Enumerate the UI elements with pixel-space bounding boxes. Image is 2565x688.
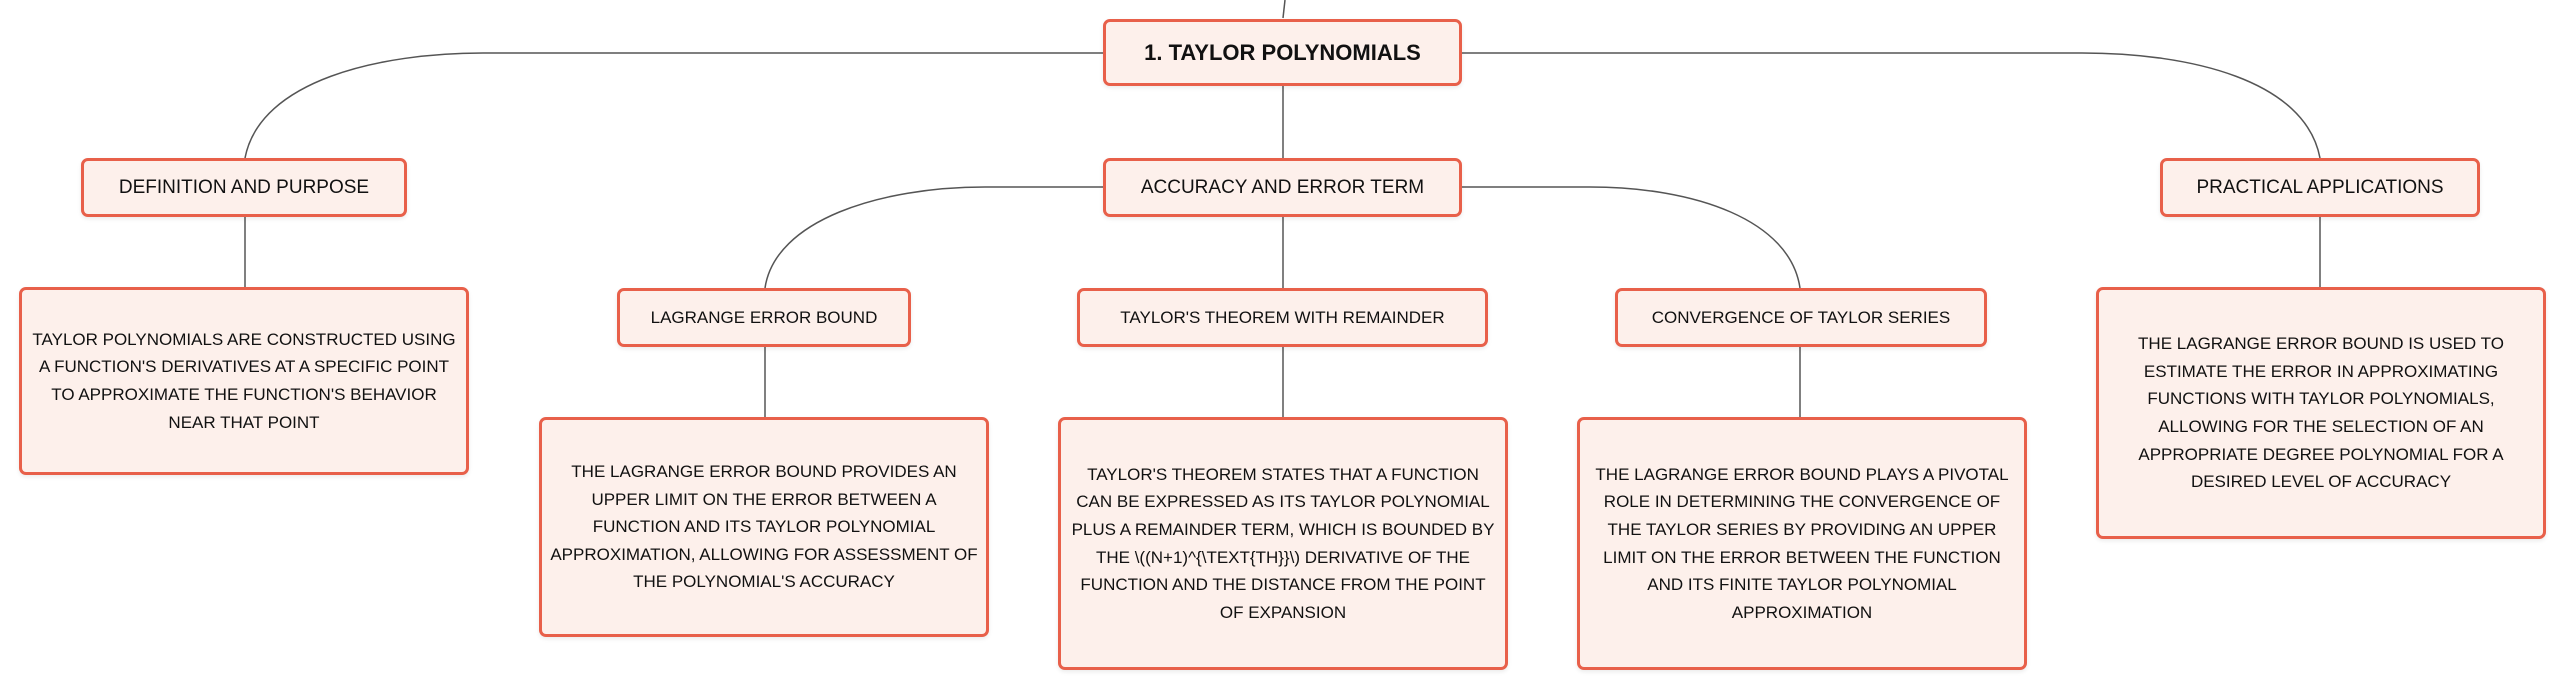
theorem-node[interactable]: TAYLOR'S THEOREM WITH REMAINDER [1077, 288, 1488, 347]
connector-accuracy-to-convergence [1462, 186, 1801, 289]
lagrange-detail-text: THE LAGRANGE ERROR BOUND PROVIDES AN UPP… [550, 462, 978, 592]
theorem-detail-node[interactable]: TAYLOR'S THEOREM STATES THAT A FUNCTION … [1058, 417, 1508, 670]
theorem-label: TAYLOR'S THEOREM WITH REMAINDER [1120, 307, 1445, 327]
lagrange-label: LAGRANGE ERROR BOUND [650, 307, 878, 327]
connector-root-to-definition [244, 52, 1103, 159]
root-label: 1. TAYLOR POLYNOMIALS [1144, 39, 1421, 65]
lagrange-detail-node[interactable]: THE LAGRANGE ERROR BOUND PROVIDES AN UPP… [539, 417, 989, 637]
applications-detail-node[interactable]: THE LAGRANGE ERROR BOUND IS USED TO ESTI… [2096, 287, 2546, 539]
convergence-detail-node[interactable]: THE LAGRANGE ERROR BOUND PLAYS A PIVOTAL… [1577, 417, 2027, 670]
theorem-detail-text: TAYLOR'S THEOREM STATES THAT A FUNCTION … [1071, 464, 1495, 622]
definition-node[interactable]: DEFINITION AND PURPOSE [81, 158, 407, 217]
root-node[interactable]: 1. TAYLOR POLYNOMIALS [1103, 19, 1462, 86]
convergence-node[interactable]: CONVERGENCE OF TAYLOR SERIES [1615, 288, 1987, 347]
applications-detail-text: THE LAGRANGE ERROR BOUND IS USED TO ESTI… [2138, 334, 2504, 492]
connector-top-stub [1282, 0, 1286, 19]
definition-detail-text: TAYLOR POLYNOMIALS ARE CONSTRUCTED USING… [32, 329, 456, 432]
convergence-label: CONVERGENCE OF TAYLOR SERIES [1651, 307, 1951, 327]
connector-root-to-applications [1462, 52, 2321, 159]
applications-node[interactable]: PRACTICAL APPLICATIONS [2160, 158, 2480, 217]
connector-accuracy-to-lagrange [764, 186, 1103, 289]
accuracy-label: ACCURACY AND ERROR TERM [1140, 176, 1425, 198]
convergence-detail-text: THE LAGRANGE ERROR BOUND PLAYS A PIVOTAL… [1595, 464, 2009, 622]
applications-label: PRACTICAL APPLICATIONS [2196, 176, 2444, 198]
accuracy-node[interactable]: ACCURACY AND ERROR TERM [1103, 158, 1462, 217]
lagrange-node[interactable]: LAGRANGE ERROR BOUND [617, 288, 911, 347]
definition-label: DEFINITION AND PURPOSE [118, 176, 370, 198]
definition-detail-node[interactable]: TAYLOR POLYNOMIALS ARE CONSTRUCTED USING… [19, 287, 469, 475]
